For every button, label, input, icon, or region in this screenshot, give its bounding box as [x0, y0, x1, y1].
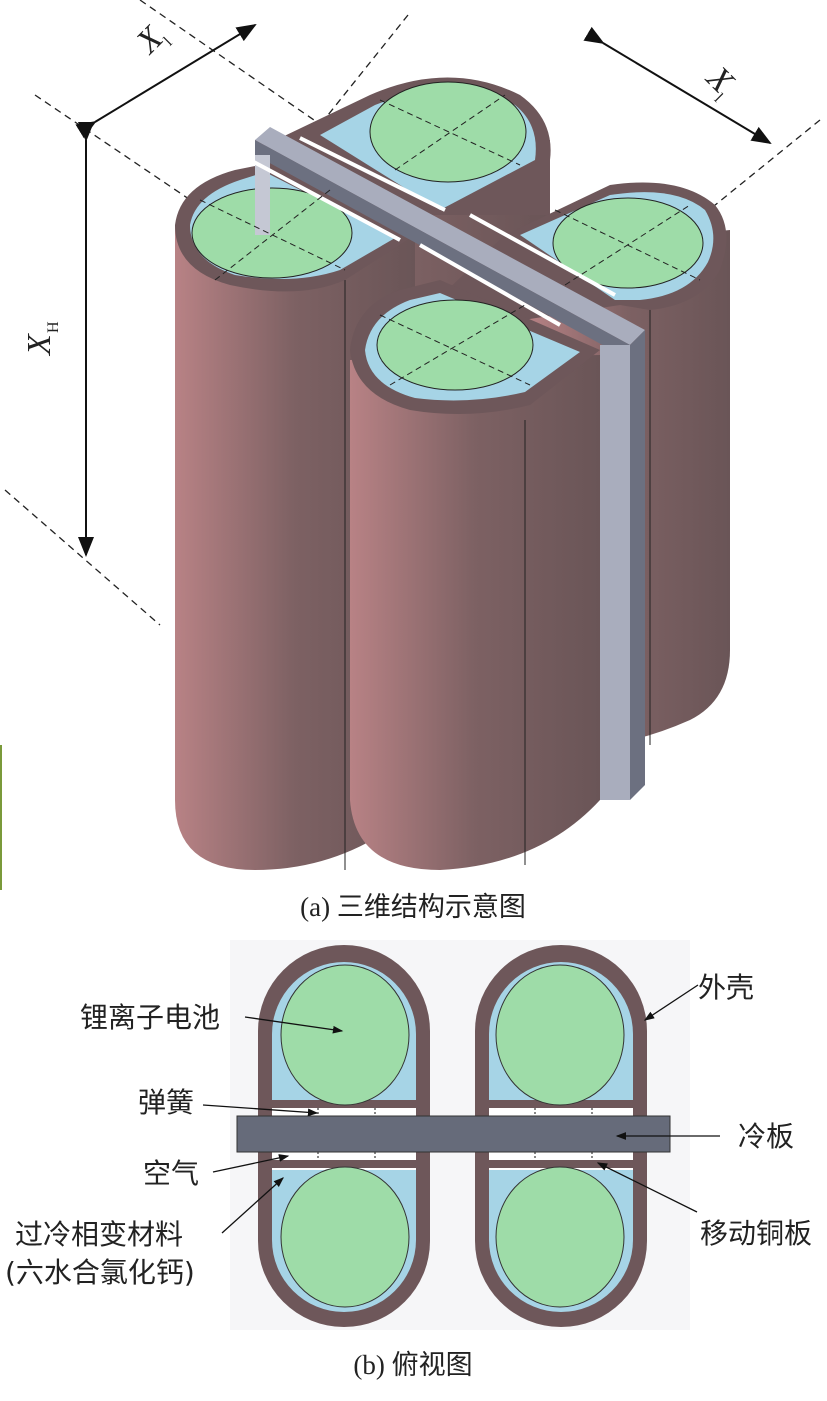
- caption-a: (a) 三维结构示意图: [300, 892, 526, 922]
- cell-centerlines: [199, 94, 701, 386]
- label-pcm-line2: (六水合氯化钙): [5, 1256, 195, 1289]
- cylinder-front: [350, 280, 600, 870]
- label-battery: 锂离子电池: [80, 1001, 220, 1034]
- 3d-structure: X l X l X H: [0, 0, 821, 890]
- label-pcm-line1: 过冷相变材料: [15, 1218, 183, 1251]
- label-shell: 外壳: [698, 971, 754, 1004]
- leader-lines: [202, 984, 720, 1234]
- dimension-label-width-1: X l: [128, 19, 176, 62]
- label-air: 空气: [143, 1157, 199, 1190]
- dimension-arrows: [75, 23, 772, 557]
- label-cold-plate: 冷板: [738, 1120, 794, 1153]
- label-copper-plate: 移动铜板: [700, 1217, 812, 1250]
- cold-plate-3d: [249, 127, 645, 800]
- dimension-label-height: X H: [21, 321, 62, 357]
- caption-b: (b) 俯视图: [353, 1350, 472, 1380]
- dimension-label-width-2: X l: [698, 58, 741, 106]
- dim-sub: H: [45, 321, 62, 333]
- label-spring: 弹簧: [138, 1086, 194, 1119]
- cold-plate: [236, 1115, 671, 1153]
- dim-main: X: [21, 333, 58, 357]
- top-view: [202, 940, 720, 1330]
